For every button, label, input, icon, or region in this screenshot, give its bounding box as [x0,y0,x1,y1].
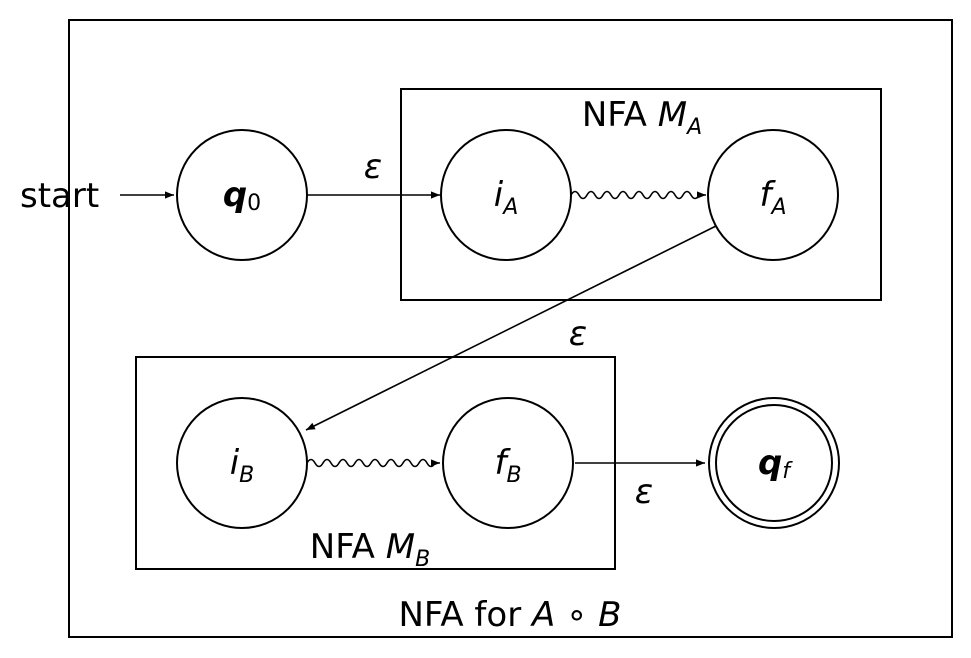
path-iA-fA [570,190,706,200]
state-iA-label: iA [494,175,519,220]
path-iB-fB [306,458,440,468]
epsilon-label-q0-iA: ε [364,147,382,187]
outer-nfa-label: NFA for A ∘ B [398,595,621,635]
state-qf: qf [708,397,840,529]
state-iB-label: iB [230,443,255,488]
machine-a-label: NFA MA [582,95,702,140]
state-fB: fB [442,397,574,529]
state-iA: iA [440,129,572,261]
state-q0: q0 [176,129,308,261]
state-qf-label: qf [758,443,793,484]
state-q0-label: q0 [223,175,261,216]
start-label: start [20,176,99,216]
state-fA: fA [707,129,839,261]
machine-b-label: NFA MB [310,527,430,572]
epsilon-label-fB-qf: ε [635,472,653,512]
epsilon-label-fA-iB: ε [569,314,587,354]
outer-nfa-box [68,19,953,638]
edge-fA-iB [305,225,717,431]
state-iB: iB [176,397,308,529]
